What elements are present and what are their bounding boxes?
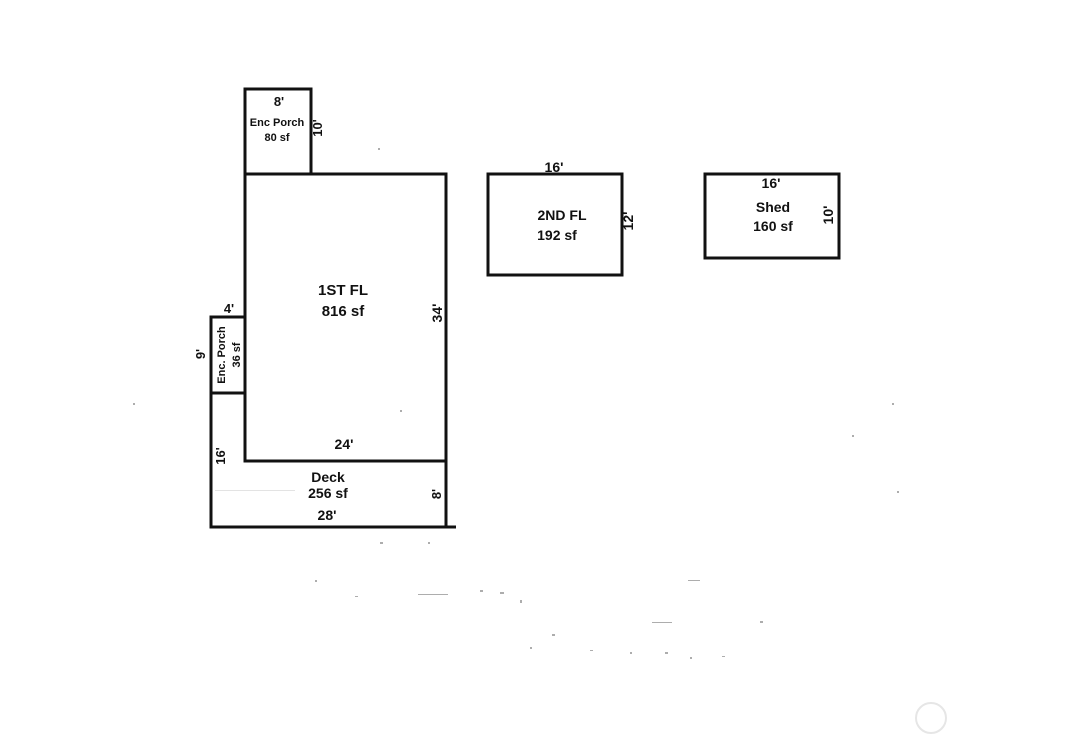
enc-porch-top-name: Enc Porch (250, 117, 305, 129)
shed-area: 160 sf (753, 218, 793, 234)
deck-area: 256 sf (308, 485, 348, 501)
deck: Deck 256 sf 28' 16' 8' (209, 393, 456, 529)
second-floor: 16' 2ND FL 192 sf 12' (486, 159, 636, 277)
second-floor-name: 2ND FL (538, 207, 587, 223)
enc-porch-top-width-label: 8' (274, 94, 284, 109)
second-floor-outline (486, 172, 624, 277)
shed-outline (703, 172, 841, 260)
first-floor-area: 816 sf (322, 303, 366, 320)
enc-porch-side-outline (209, 315, 247, 395)
enc-porch-side: 4' 9' Enc. Porch 36 sf (193, 301, 247, 395)
enc-porch-top: 8' Enc Porch 80 sf 10' (243, 87, 325, 176)
first-floor: 1ST FL 816 sf 24' 34' (243, 172, 448, 463)
enc-porch-side-width-label: 4' (224, 301, 234, 316)
deck-name: Deck (311, 469, 345, 485)
enc-porch-side-name: Enc. Porch (216, 326, 228, 384)
second-floor-area: 192 sf (537, 227, 577, 243)
shed-name: Shed (756, 199, 790, 215)
deck-width-label: 28' (318, 507, 337, 523)
faint-watermark-circle (915, 702, 947, 734)
second-floor-width-label: 16' (545, 159, 564, 175)
enc-porch-top-area: 80 sf (264, 132, 289, 144)
deck-outline-left-bottom (209, 393, 456, 529)
shed: 16' Shed 160 sf 10' (703, 172, 841, 260)
enc-porch-side-area: 36 sf (231, 342, 243, 367)
shed-width-label: 16' (762, 175, 781, 191)
shed-depth-label: 10' (820, 206, 836, 225)
first-floor-name: 1ST FL (318, 282, 368, 299)
first-floor-width-label: 24' (335, 436, 354, 452)
enc-porch-top-depth-label: 10' (310, 119, 325, 137)
second-floor-depth-label: 12' (620, 212, 636, 231)
deck-side-b-label: 8' (429, 489, 444, 499)
enc-porch-side-depth-label: 9' (193, 349, 208, 359)
first-floor-depth-label: 34' (429, 304, 445, 323)
deck-side-a-label: 16' (213, 447, 228, 465)
scan-noise (133, 148, 899, 659)
